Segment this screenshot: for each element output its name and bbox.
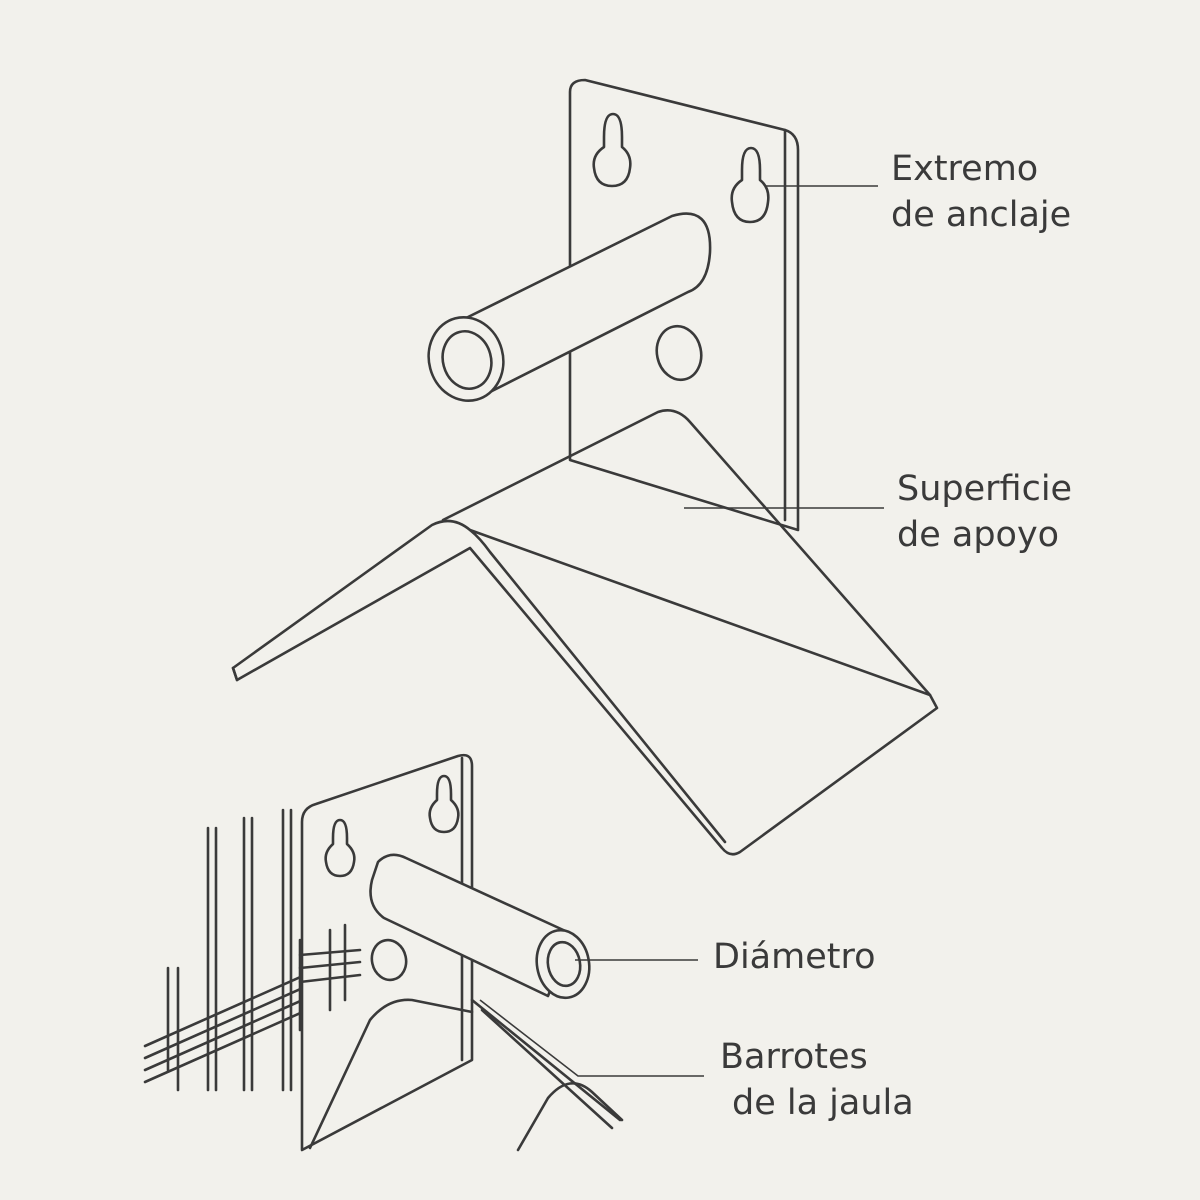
label-anchor-line1: Extremo <box>891 149 1039 189</box>
label-cage-bars: Barrotes de la jaula <box>720 1034 914 1126</box>
label-bars-line1: Barrotes <box>720 1037 868 1077</box>
label-anchor-line2: de anclaje <box>891 195 1072 235</box>
label-support-line2: de apoyo <box>897 515 1060 555</box>
label-support-line1: Superficie <box>897 469 1073 509</box>
main-back-plate <box>568 78 800 532</box>
label-support-surface: Superficie de apoyo <box>897 466 1072 558</box>
cage-mount-detail <box>143 753 624 1152</box>
main-tube <box>427 212 712 402</box>
main-keyhole-right <box>730 146 770 224</box>
label-diameter: Diámetro <box>713 934 876 980</box>
main-perch <box>231 78 939 856</box>
label-diameter-line1: Diámetro <box>713 937 876 977</box>
label-bars-line2: de la jaula <box>732 1083 914 1123</box>
detail-keyhole-left <box>324 818 356 878</box>
leader-bars <box>479 999 704 1077</box>
label-anchor-end: Extremo de anclaje <box>891 146 1071 238</box>
main-support-surface <box>231 409 939 856</box>
detail-keyhole-right <box>428 774 460 834</box>
detail-plate-hole <box>370 938 408 982</box>
main-keyhole-left <box>592 112 632 188</box>
detail-support-surface <box>308 998 624 1152</box>
main-plate-hole <box>655 324 703 382</box>
